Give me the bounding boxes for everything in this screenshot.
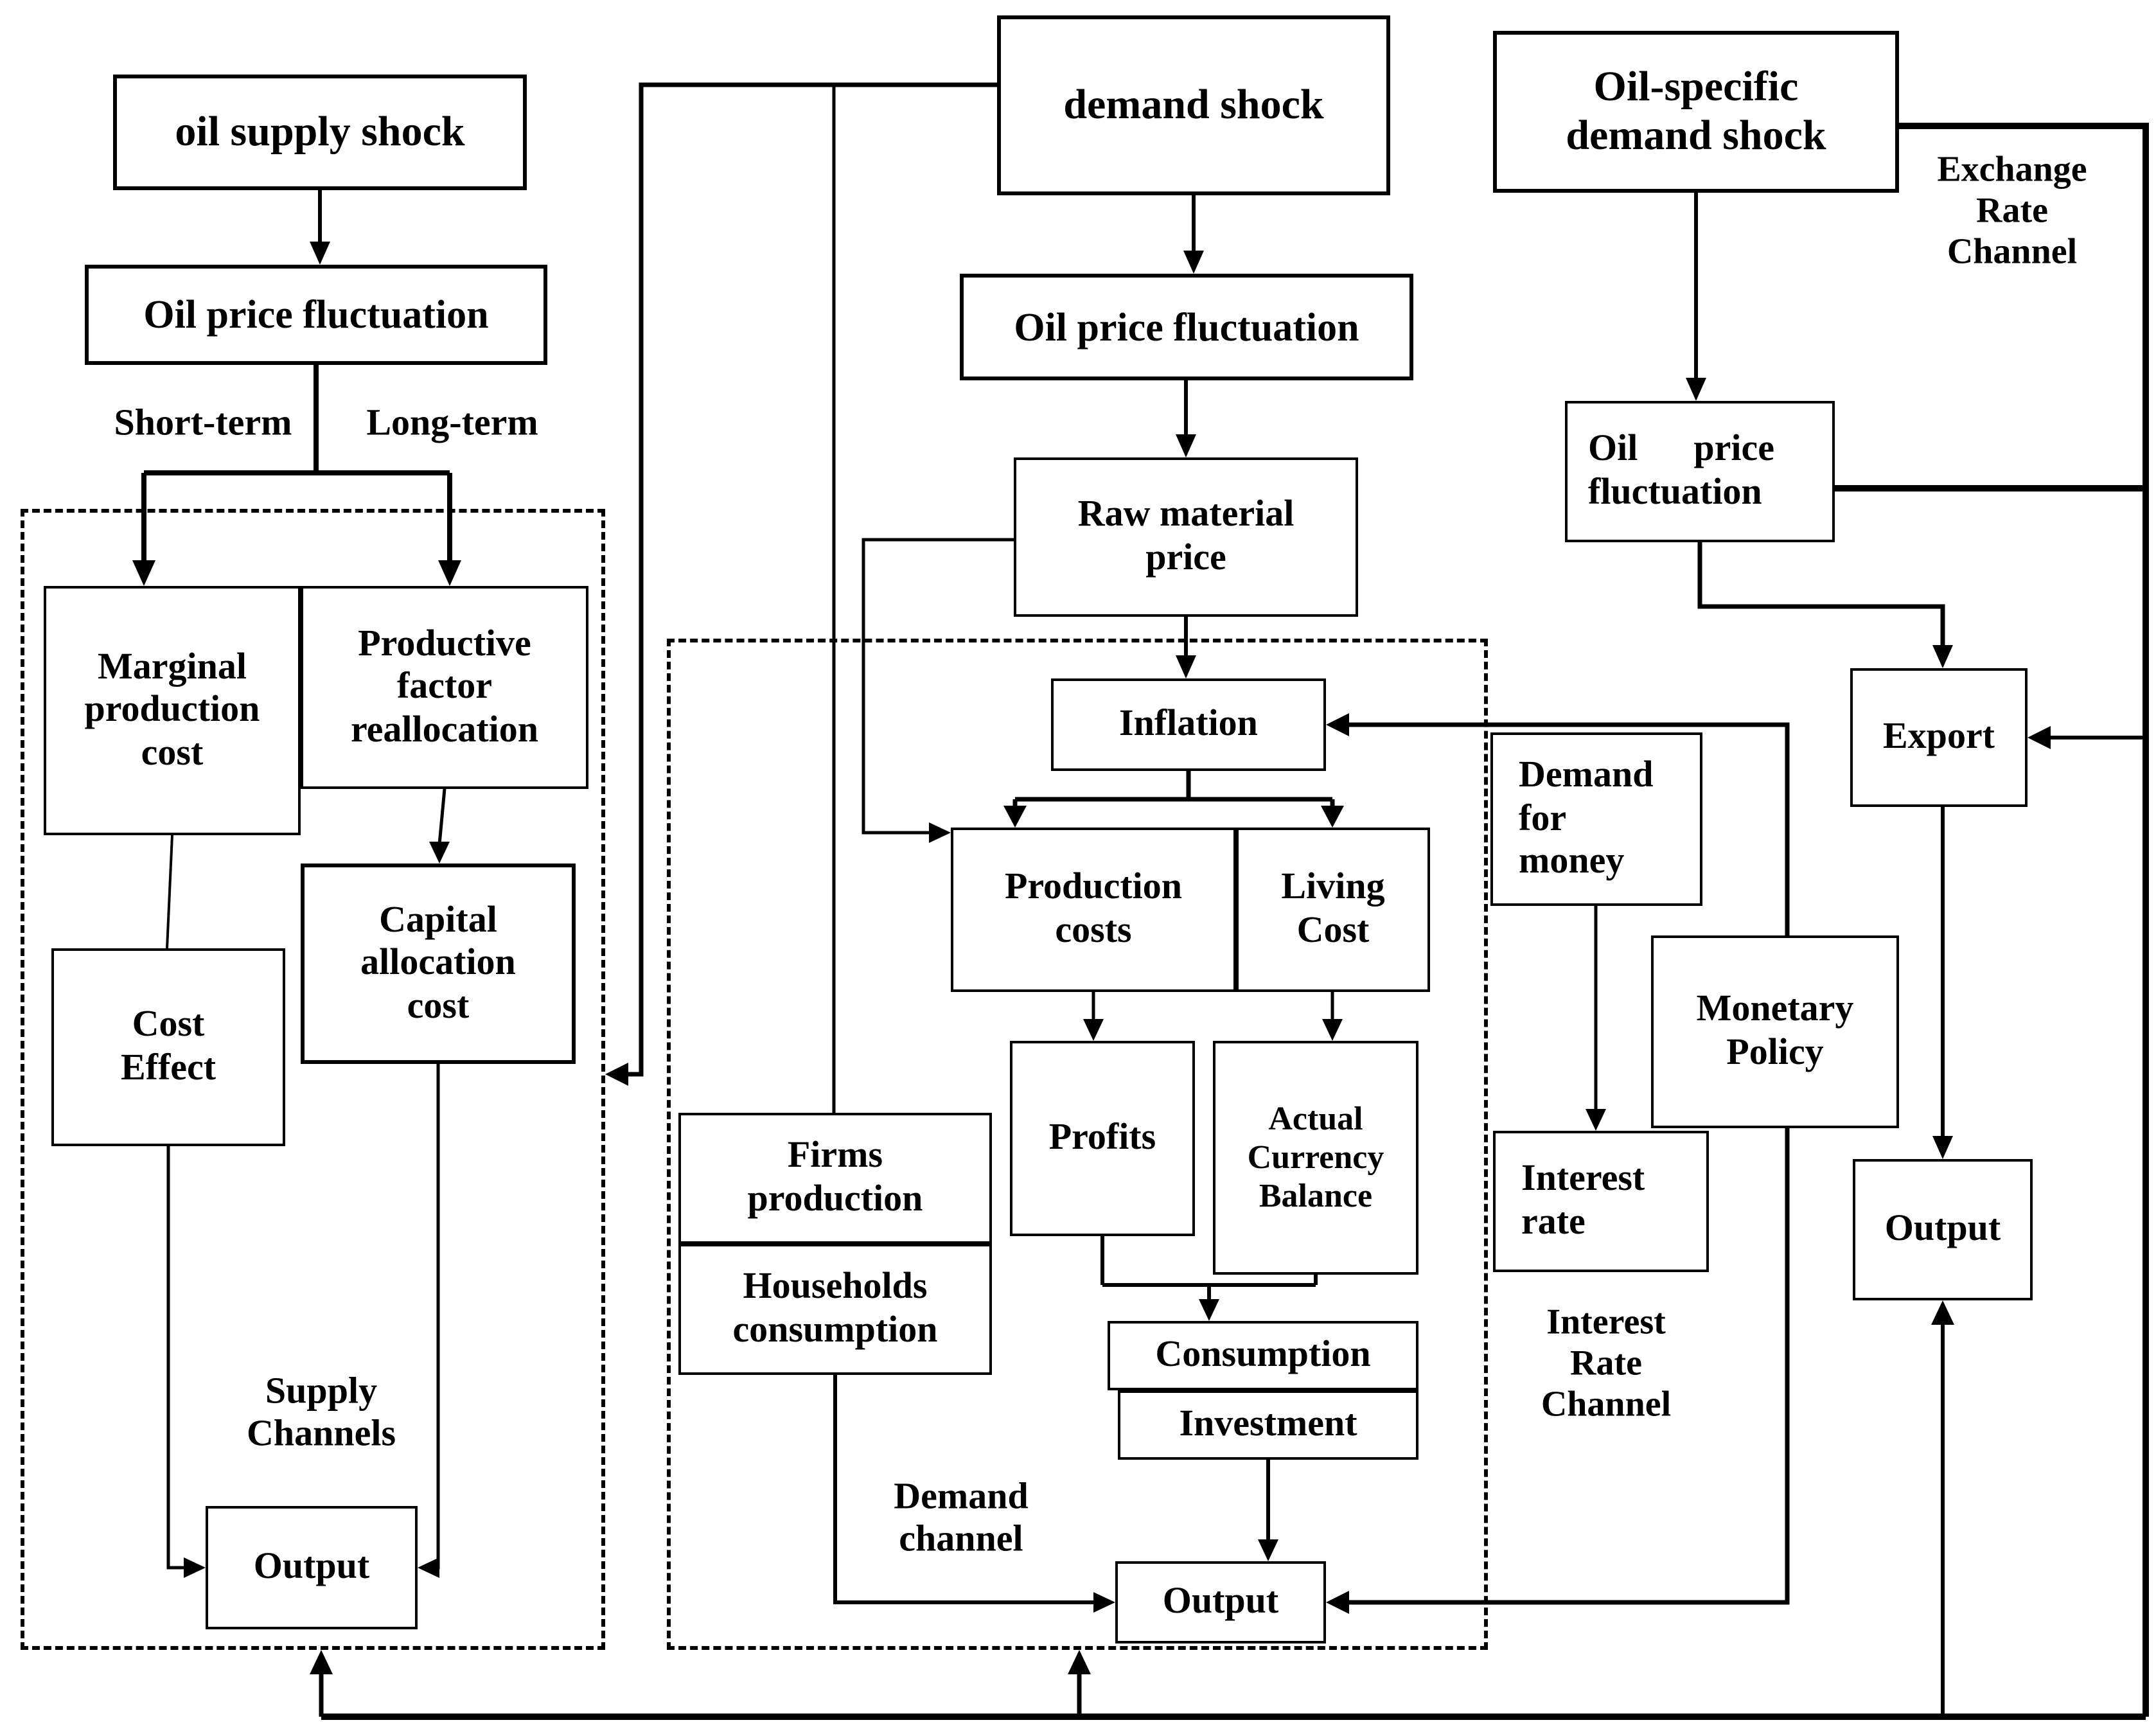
label-supply-channels: Supply Channels [246,1370,396,1455]
node-production-costs: Production costs [951,828,1236,992]
demand-channel-dashed-box [667,639,1488,1650]
node-consumption: Consumption [1108,1321,1418,1390]
edge-demandshock-to-supplychannel [627,82,997,1077]
label-exchange-rate-channel: Exchange Rate Channel [1937,150,2087,273]
node-actual-currency-balance: Actual Currency Balance [1213,1041,1418,1275]
edge-costeffect-to-output [166,1146,188,1570]
edge-rawmaterial-to-productioncosts [862,538,1014,835]
node-households-consumption: Households consumption [678,1244,992,1375]
node-output-demand: Output [1115,1561,1326,1643]
node-output-exchange: Output [1853,1159,2033,1300]
node-oil-supply-shock: oil supply shock [113,75,527,190]
edge-opf-branch [141,365,452,565]
edge-monetarypolicy-line [1349,722,1790,1605]
label-interest-rate-channel: Interest Rate Channel [1541,1302,1672,1426]
label-long-term: Long-term [366,402,538,444]
node-profits: Profits [1010,1041,1195,1236]
edge-households-to-output [833,1375,1096,1604]
edge-opfr-to-export [1697,542,1945,648]
edge-merge-to-consumption [1100,1236,1318,1303]
node-oil-price-fluctuation-right: Oil price fluctuation [1565,401,1835,542]
node-output-supply: Output [206,1506,418,1629]
label-demand-channel: Demand channel [894,1476,1029,1560]
supply-channels-dashed-box [21,509,605,1650]
node-raw-material-price: Raw material price [1014,457,1358,617]
node-export: Export [1850,668,2028,807]
node-inflation: Inflation [1051,678,1326,771]
node-oil-price-fluctuation-mid: Oil price fluctuation [960,274,1413,380]
node-demand-for-money: Demand for money [1490,732,1702,906]
node-monetary-policy: Monetary Policy [1651,935,1899,1128]
node-cost-effect: Cost Effect [51,948,285,1146]
node-firms-production: Firms production [678,1113,992,1244]
edge-pfr-to-cac [437,788,446,845]
node-oil-specific-demand-shock: Oil-specific demand shock [1493,31,1899,193]
node-interest-rate: Interest rate [1493,1131,1709,1272]
node-demand-shock: demand shock [997,15,1390,195]
edges [141,82,2149,1720]
arrowheads [132,242,2051,1674]
node-investment: Investment [1118,1390,1418,1460]
node-productive-factor-reallocation: Productive factor reallocation [301,586,588,789]
node-living-cost: Living Cost [1236,828,1430,992]
edge-mpc-to-costeffect [166,835,173,949]
node-oil-price-fluctuation-left: Oil price fluctuation [85,265,547,365]
label-short-term: Short-term [114,402,292,444]
edge-exchange-vertical [1899,123,2149,1717]
edge-inflation-branch [1012,771,1335,808]
node-marginal-production-cost: Marginal production cost [44,586,301,835]
node-capital-allocation-cost: Capital allocation cost [301,864,576,1064]
edge-cac-to-output [436,1064,440,1570]
